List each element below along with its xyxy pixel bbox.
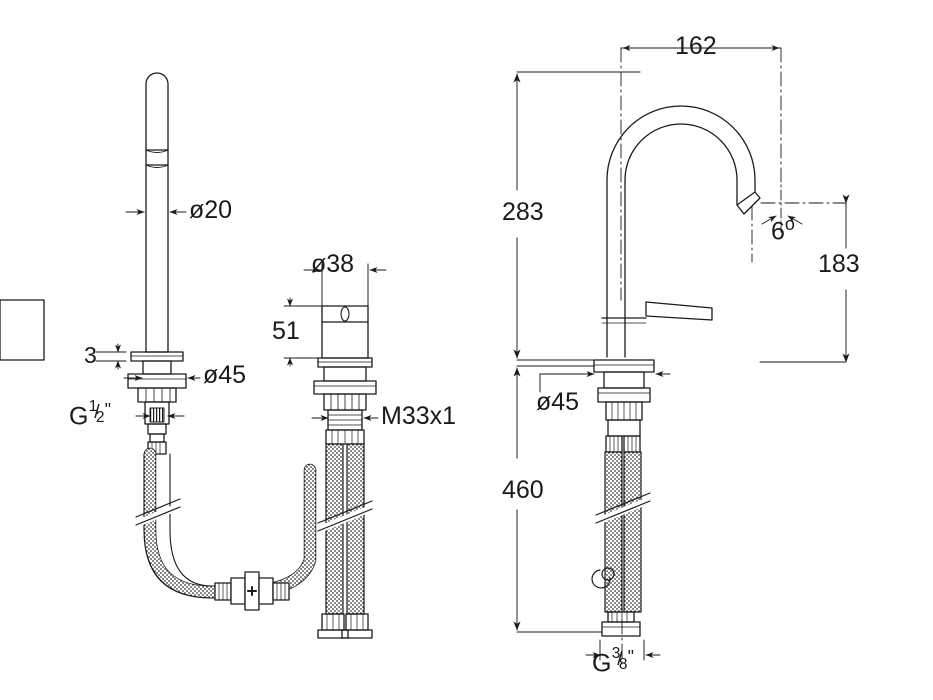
degree-symbol: o bbox=[784, 214, 795, 234]
frac-denominator: 8 bbox=[618, 656, 628, 674]
dim-valve-thread: M33x1 bbox=[381, 402, 457, 430]
dim-spout-diameter: ø20 bbox=[189, 196, 233, 224]
frac-slash: / bbox=[94, 401, 100, 424]
dim-flange-thickness: 3 bbox=[84, 342, 97, 368]
inch-quote: " bbox=[627, 646, 634, 666]
left-hose-connector bbox=[214, 571, 290, 611]
dim-valve-cap-diameter: ø38 bbox=[311, 250, 355, 278]
dim-outlet-angle: 6o bbox=[771, 215, 795, 244]
frac-numerator: 3 bbox=[611, 645, 621, 663]
right-faucet-assembly bbox=[0, 105, 761, 637]
dim-spout-reach: 162 bbox=[675, 32, 717, 60]
dim-hose-length: 460 bbox=[502, 476, 544, 504]
angle-value: 6 bbox=[771, 217, 785, 246]
dim-spout-outlet-height: 183 bbox=[818, 250, 860, 278]
inch-quote: " bbox=[104, 399, 111, 419]
dim-base-diameter-right: ø45 bbox=[536, 388, 580, 416]
dim-overall-height: 283 bbox=[502, 198, 544, 226]
centerlines bbox=[620, 47, 847, 669]
dim-valve-stem-height: 51 bbox=[272, 317, 300, 345]
left-spout-assembly bbox=[127, 72, 243, 599]
frac-denominator: 2 bbox=[95, 409, 105, 427]
dimension-lines bbox=[95, 45, 850, 661]
thread-letter-g: G bbox=[69, 402, 89, 431]
frac-slash: / bbox=[617, 648, 623, 671]
frac-numerator: 1 bbox=[88, 398, 98, 416]
dim-base-diameter-left: ø45 bbox=[203, 361, 247, 389]
thread-letter-g: G bbox=[592, 649, 612, 678]
